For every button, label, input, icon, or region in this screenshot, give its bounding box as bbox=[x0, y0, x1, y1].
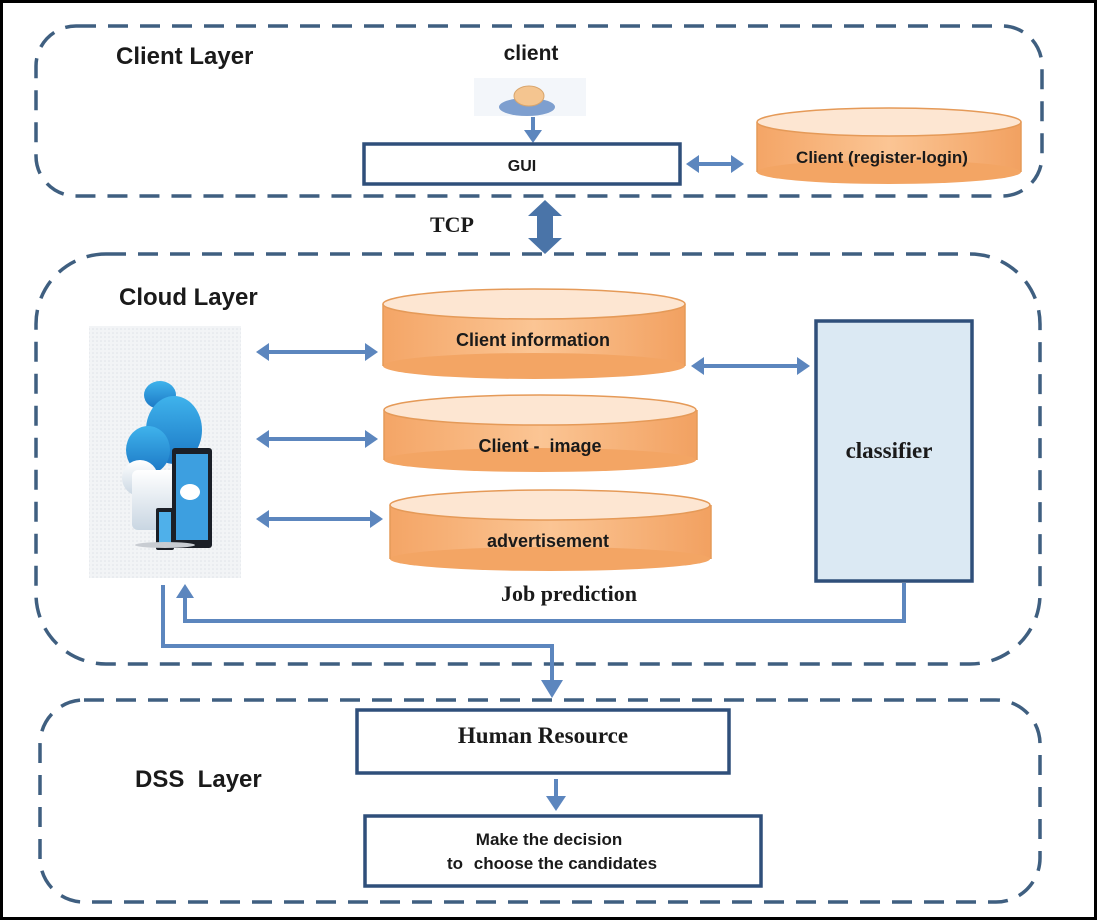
human-resource-label: Human Resource bbox=[458, 723, 628, 748]
client-image-db-label: Client - image bbox=[478, 436, 601, 456]
client-image-db bbox=[383, 394, 698, 472]
gui-label: GUI bbox=[508, 158, 536, 175]
advertisement-db bbox=[389, 489, 712, 571]
cloud-devices-icon bbox=[89, 326, 241, 578]
image-to-hr-line bbox=[161, 585, 554, 680]
decision-line3: choose the candidates bbox=[474, 854, 657, 873]
classifier-feedback-line bbox=[183, 583, 906, 623]
dss-layer-border bbox=[38, 698, 1042, 904]
client-actor-label: client bbox=[504, 42, 559, 65]
tcp-label: TCP bbox=[430, 212, 474, 237]
actor-to-gui-arrowhead bbox=[524, 130, 542, 143]
image-to-hr-arrowhead bbox=[541, 680, 563, 698]
image-to-client-image-arrow bbox=[256, 430, 378, 448]
client-layer-border bbox=[34, 24, 1044, 198]
decision-label-line1: Make the decision bbox=[476, 830, 622, 849]
decision-line2: to bbox=[447, 854, 463, 873]
gui-db-double-arrow bbox=[686, 155, 744, 173]
dss-layer-title: DSS Layer bbox=[135, 766, 262, 793]
client-info-db bbox=[382, 288, 686, 379]
image-to-advertisement-arrow bbox=[256, 510, 383, 528]
decision-line1: Make the decision bbox=[476, 830, 622, 849]
advertisement-db-label: advertisement bbox=[487, 531, 609, 551]
human-resource-box bbox=[355, 708, 731, 775]
cloud-layer-title: Cloud Layer bbox=[119, 284, 258, 311]
cloud-layer-border bbox=[34, 252, 1042, 666]
tcp-double-arrow bbox=[528, 200, 562, 254]
classifier-feedback-arrowhead bbox=[176, 584, 194, 598]
client-info-db-label: Client information bbox=[456, 330, 610, 350]
client-info-classifier-arrow bbox=[691, 357, 810, 375]
job-prediction-label: Job prediction bbox=[501, 581, 637, 606]
classifier-box bbox=[814, 319, 974, 583]
client-layer-title: Client Layer bbox=[116, 43, 253, 70]
client-register-db bbox=[756, 107, 1022, 184]
client-register-db-label: Client (register-login) bbox=[796, 148, 968, 167]
classifier-label: classifier bbox=[846, 438, 933, 463]
decision-box bbox=[363, 814, 763, 888]
person-icon bbox=[474, 78, 586, 116]
gui-box bbox=[362, 142, 682, 186]
decision-label-line2: to choose the candidates bbox=[447, 854, 657, 873]
image-to-client-info-arrow bbox=[256, 343, 378, 361]
hr-to-decision-arrowhead bbox=[546, 796, 566, 811]
